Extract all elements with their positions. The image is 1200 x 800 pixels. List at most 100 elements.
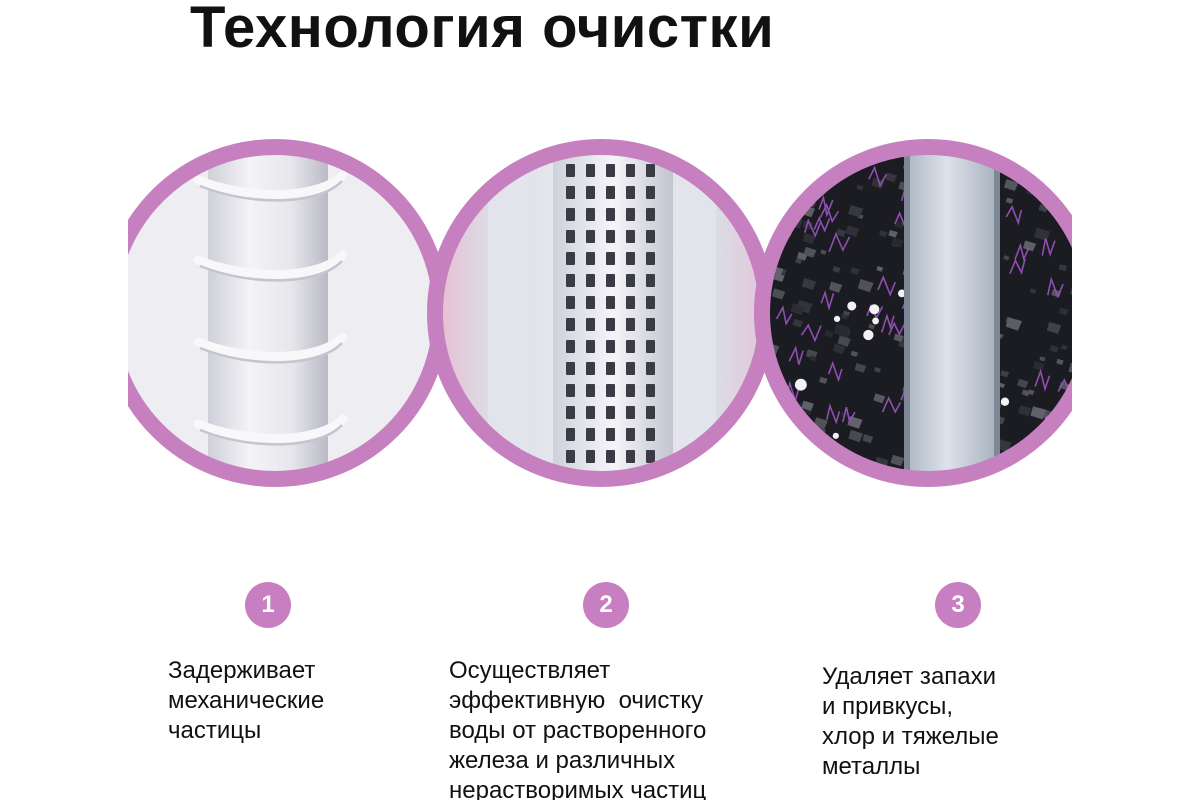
carbon-granule [1058,481,1068,489]
filter-bead [1000,397,1010,406]
carbon-granule [801,278,817,291]
carbon-granule [1044,460,1060,473]
perforation-hole [586,186,595,199]
perforation-hole [586,428,595,441]
perforation-hole [586,296,595,309]
carbon-fiber [1041,238,1056,258]
perforation-hole [606,516,615,529]
perforation-hole [606,406,615,419]
perforation-hole [586,164,595,177]
filter-bead [847,301,857,311]
carbon-granule [1022,240,1037,252]
carbon-fiber [804,218,822,238]
carbon-granule [848,484,854,489]
carbon-granule [893,333,904,342]
carbon-granule [1065,428,1072,434]
perforation-hole [646,186,655,199]
carbon-granule [795,258,803,265]
perforation-hole [626,318,635,331]
carbon-granule [801,400,814,411]
carbon-granule [802,232,816,245]
perforation-hole [646,318,655,331]
carbon-granule [762,228,769,235]
stage-2-description: Осуществляет эффективную очистку воды от… [449,656,706,800]
perforation-hole [566,516,575,529]
filter-bead [897,289,906,298]
carbon-granule [1003,255,1010,261]
carbon-granule [871,177,885,189]
carbon-granule [1003,179,1019,192]
perforation-hole [566,450,575,463]
carbon-granule [1049,345,1059,353]
carbon-fiber [788,345,804,365]
perforation-hole [626,340,635,353]
perforation-hole [606,362,615,375]
carbon-granule [1058,264,1068,272]
carbon-granule [1070,449,1072,462]
carbon-fiber [819,202,840,224]
carbon-granule [911,488,927,501]
carbon-granule [1045,151,1053,157]
perforation-hole [606,164,615,177]
carbon-fiber [1046,276,1064,299]
perforation-hole [566,252,575,265]
carbon-granule [832,343,846,355]
carbon-fiber [1063,161,1072,181]
carbon-granule [890,454,905,467]
perforation-hole [646,516,655,529]
filter-illustrations-svg [128,139,1072,529]
carbon-fiber [881,396,902,414]
stage-1-line-1: Задерживает [168,657,316,684]
carbon-fiber [1066,147,1072,165]
carbon-granule [1046,321,1062,335]
carbon-granule [809,355,817,362]
perforation-hole [646,340,655,353]
carbon-granule [1005,197,1014,204]
carbon-granule [784,191,793,199]
carbon-granule [821,487,830,494]
carbon-granule [856,184,864,191]
carbon-fiber [775,305,793,326]
carbon-granule [1042,483,1052,492]
carbon-granule [833,323,851,338]
carbon-granule [824,329,834,338]
carbon-granule [1017,378,1029,389]
carbon-fiber [1034,368,1051,392]
perforation-hole [626,186,635,199]
carbon-granule [885,172,897,183]
perforation-hole [646,230,655,243]
perforation-hole [606,274,615,287]
stage-2-line-2: эффективную очистку [449,687,704,714]
perforation-hole [586,340,595,353]
perforation-hole [606,296,615,309]
carbon-granule [824,477,837,479]
perforation-hole [586,450,595,463]
filter-stage-illustrations [128,80,1072,560]
perforation-hole [566,406,575,419]
perforation-hole [566,274,575,287]
carbon-fiber [827,360,843,383]
carbon-fiber [1045,435,1062,459]
perforation-hole [566,296,575,309]
perforation-hole [566,494,575,507]
carbon-fiber [1021,149,1042,169]
carbon-granule [876,266,884,272]
carbon-granule [893,220,905,229]
perforation-hole [566,208,575,221]
carbon-granule [1029,288,1037,295]
carbon-granule [879,230,888,238]
carbon-granule [1056,358,1064,366]
carbon-granule [848,429,864,443]
carbon-granule [1025,148,1037,159]
carbon-granule [815,158,832,172]
carbon-fiber [788,162,803,181]
step-badge-2: 2 [583,582,629,628]
carbon-granule [918,493,934,506]
carbon-granule [1056,186,1064,193]
perforation-hole [646,362,655,375]
carbon-granule [814,153,822,160]
perforation-hole [646,384,655,397]
carbon-granule [837,335,851,347]
perforation-hole [646,428,655,441]
